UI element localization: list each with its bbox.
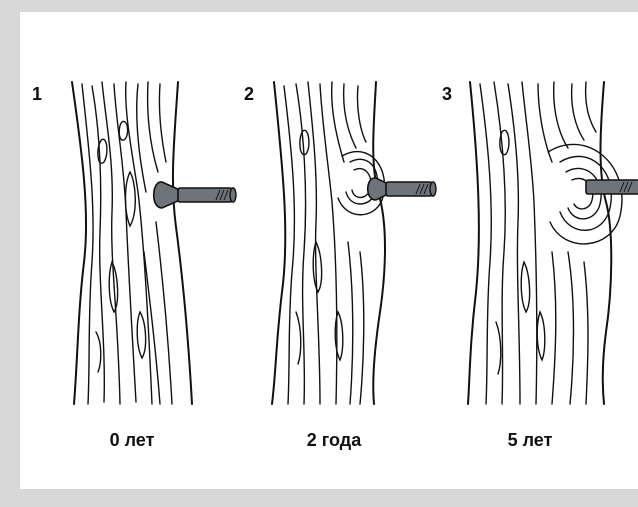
tree-trunk-2-icon (272, 82, 385, 404)
nail-3-icon (586, 180, 638, 194)
tree-growth-illustration (20, 12, 638, 489)
nail-1-icon (154, 182, 236, 208)
tree-trunk-1-icon (72, 82, 192, 404)
stage-1-caption: 0 лет (62, 430, 202, 451)
nail-2-icon (368, 178, 436, 200)
diagram-panel: 1 2 3 (20, 12, 638, 489)
stage-3-caption: 5 лет (460, 430, 600, 451)
stage-2-caption: 2 года (264, 430, 404, 451)
tree-trunk-3-icon (468, 82, 622, 404)
